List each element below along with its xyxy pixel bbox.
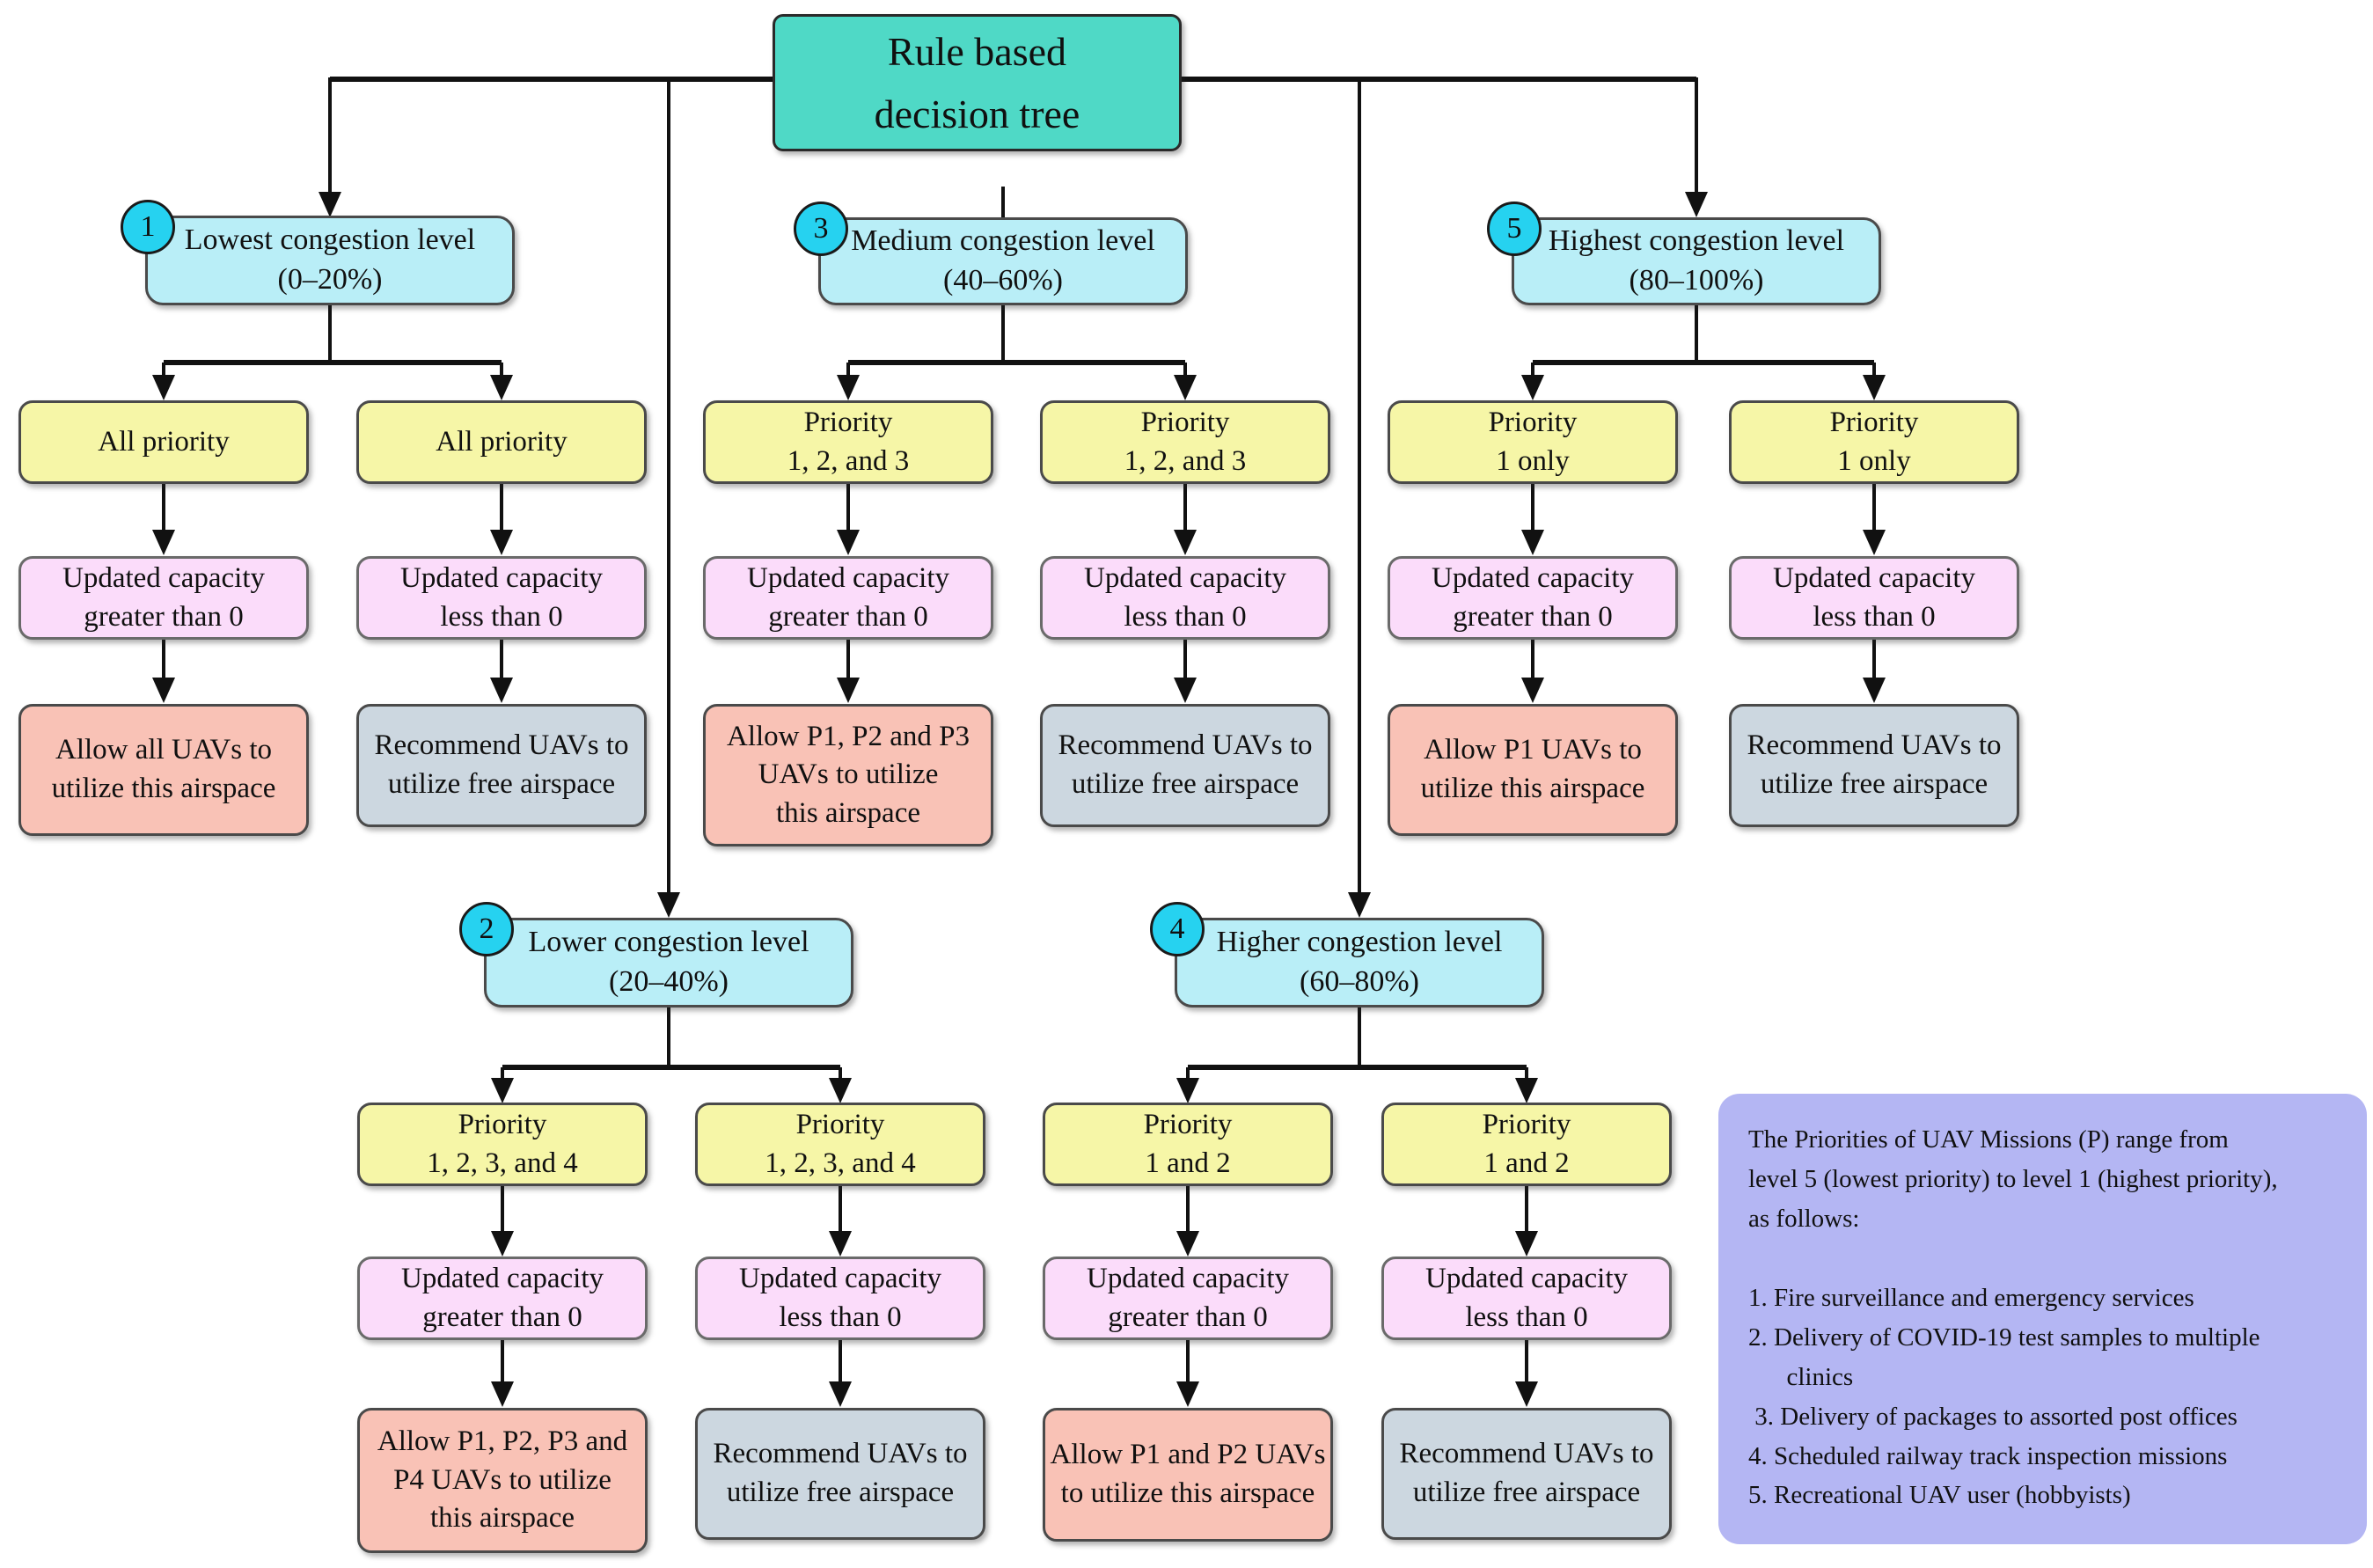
- branch-5-recommend-node: Recommend UAVs to utilize free airspace: [1729, 704, 2019, 827]
- branch-4-left-condition-node: Updated capacity greater than 0: [1043, 1257, 1333, 1340]
- priority-legend: The Priorities of UAV Missions (P) range…: [1718, 1094, 2367, 1544]
- branch-5-right-priority-node: Priority 1 only: [1729, 400, 2019, 484]
- connector-lines: [162, 77, 1876, 1383]
- branch-4-right-condition-node: Updated capacity less than 0: [1381, 1257, 1672, 1340]
- branch-2-left-condition-node: Updated capacity greater than 0: [357, 1257, 648, 1340]
- branch-2-congestion-node: Lower congestion level (20–40%): [484, 918, 853, 1007]
- branch-1-allow-node: Allow all UAVs to utilize this airspace: [18, 704, 309, 836]
- branch-2-left-priority-node: Priority 1, 2, 3, and 4: [357, 1103, 648, 1186]
- branch-3-congestion-node: Medium congestion level (40–60%): [818, 217, 1188, 305]
- branch-4-recommend-node: Recommend UAVs to utilize free airspace: [1381, 1408, 1672, 1540]
- branch-2-number-badge: 2: [459, 902, 514, 956]
- branch-5-left-condition-node: Updated capacity greater than 0: [1388, 556, 1678, 640]
- branch-3-recommend-node: Recommend UAVs to utilize free airspace: [1040, 704, 1330, 827]
- branch-4-left-priority-node: Priority 1 and 2: [1043, 1103, 1333, 1186]
- branch-5-right-condition-node: Updated capacity less than 0: [1729, 556, 2019, 640]
- branch-5-allow-node: Allow P1 UAVs to utilize this airspace: [1388, 704, 1678, 836]
- root-node: Rule based decision tree: [773, 14, 1182, 151]
- branch-1-left-priority-node: All priority: [18, 400, 309, 484]
- branch-3-right-condition-node: Updated capacity less than 0: [1040, 556, 1330, 640]
- branch-1-left-condition-node: Updated capacity greater than 0: [18, 556, 309, 640]
- branch-4-allow-node: Allow P1 and P2 UAVs to utilize this air…: [1043, 1408, 1333, 1542]
- branch-3-right-priority-node: Priority 1, 2, and 3: [1040, 400, 1330, 484]
- branch-3-number-badge: 3: [794, 201, 848, 256]
- arrowheads: [152, 192, 1886, 1407]
- branch-1-right-priority-node: All priority: [356, 400, 647, 484]
- branch-5-number-badge: 5: [1487, 201, 1542, 256]
- branch-3-left-condition-node: Updated capacity greater than 0: [703, 556, 993, 640]
- branch-5-congestion-node: Highest congestion level (80–100%): [1512, 217, 1881, 305]
- branch-2-recommend-node: Recommend UAVs to utilize free airspace: [695, 1408, 985, 1540]
- branch-5-left-priority-node: Priority 1 only: [1388, 400, 1678, 484]
- branch-1-right-condition-node: Updated capacity less than 0: [356, 556, 647, 640]
- branch-4-right-priority-node: Priority 1 and 2: [1381, 1103, 1672, 1186]
- branch-2-right-priority-node: Priority 1, 2, 3, and 4: [695, 1103, 985, 1186]
- branch-1-number-badge: 1: [121, 200, 175, 254]
- branch-2-right-condition-node: Updated capacity less than 0: [695, 1257, 985, 1340]
- branch-1-recommend-node: Recommend UAVs to utilize free airspace: [356, 704, 647, 827]
- branch-3-left-priority-node: Priority 1, 2, and 3: [703, 400, 993, 484]
- branch-2-allow-node: Allow P1, P2, P3 and P4 UAVs to utilize …: [357, 1408, 648, 1553]
- branch-4-congestion-node: Higher congestion level (60–80%): [1175, 918, 1544, 1007]
- branch-1-congestion-node: Lowest congestion level (0–20%): [145, 216, 515, 305]
- branch-3-allow-node: Allow P1, P2 and P3 UAVs to utilize this…: [703, 704, 993, 846]
- branch-4-number-badge: 4: [1150, 902, 1205, 956]
